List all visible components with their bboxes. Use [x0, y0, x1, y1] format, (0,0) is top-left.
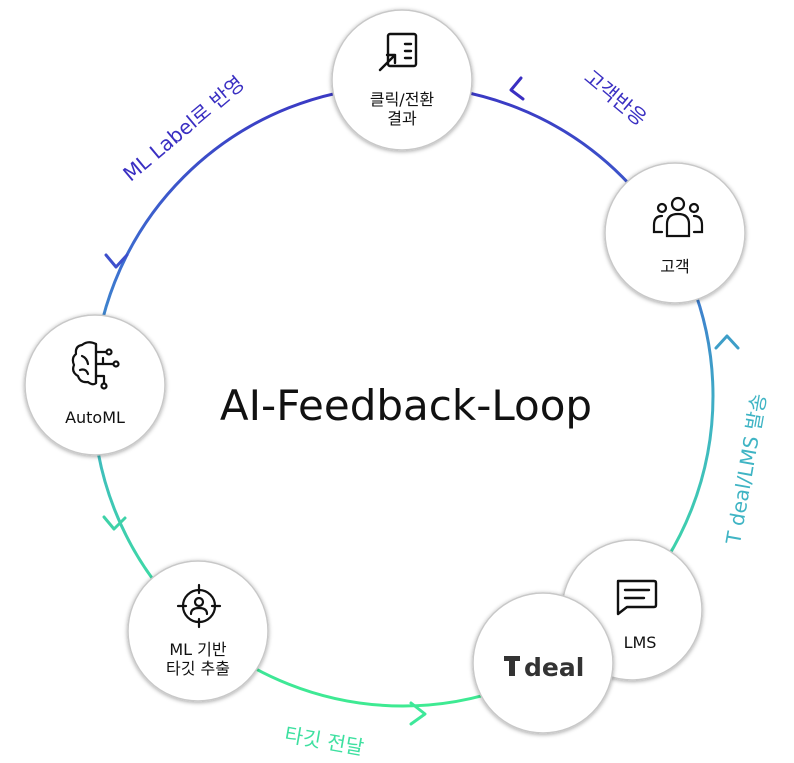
center-title: AI-Feedback-Loop — [220, 381, 592, 430]
direction-arrows — [102, 76, 740, 726]
edge-label-ml-label: ML Label로 반영 — [118, 71, 249, 186]
node-tdeal: deal — [472, 592, 614, 734]
arrow-click-to-automl — [104, 253, 129, 269]
edge-label-target-delivery: 타깃 전달 — [283, 722, 366, 760]
node-automl-label: AutoML — [65, 408, 125, 427]
brain-circuit-icon — [71, 341, 120, 390]
node-automl: AutoML — [24, 314, 166, 456]
tdeal-logo-text: deal — [524, 653, 584, 682]
tdeal-logo-t-stem — [509, 656, 515, 676]
arrow-customer-to-click — [509, 76, 525, 101]
chat-message-icon — [616, 579, 658, 616]
node-target-line2: 타깃 추출 — [166, 659, 230, 678]
click-conversion-icon — [378, 32, 418, 72]
people-group-icon — [652, 196, 704, 238]
arrow-automl-to-target — [102, 515, 127, 531]
node-lms-label: LMS — [624, 633, 657, 652]
tdeal-logo: deal — [504, 653, 584, 682]
node-target-extraction: ML 기반 타깃 추출 — [127, 560, 269, 702]
arrow-target-to-tdeal — [409, 701, 427, 726]
node-click-line2: 결과 — [387, 109, 417, 128]
target-person-icon — [176, 583, 222, 629]
edge-label-customer-response: 고객반응 — [580, 65, 652, 131]
node-click-conversion: 클릭/전환 결과 — [331, 9, 473, 151]
edge-label-send: T deal/LMS 발송 — [721, 392, 771, 547]
node-target-line1: ML 기반 — [169, 640, 227, 659]
node-customer-label: 고객 — [660, 257, 689, 276]
node-click-line1: 클릭/전환 — [370, 90, 435, 109]
node-customer: 고객 — [604, 162, 746, 304]
arrow-send-to-customer — [714, 334, 740, 350]
